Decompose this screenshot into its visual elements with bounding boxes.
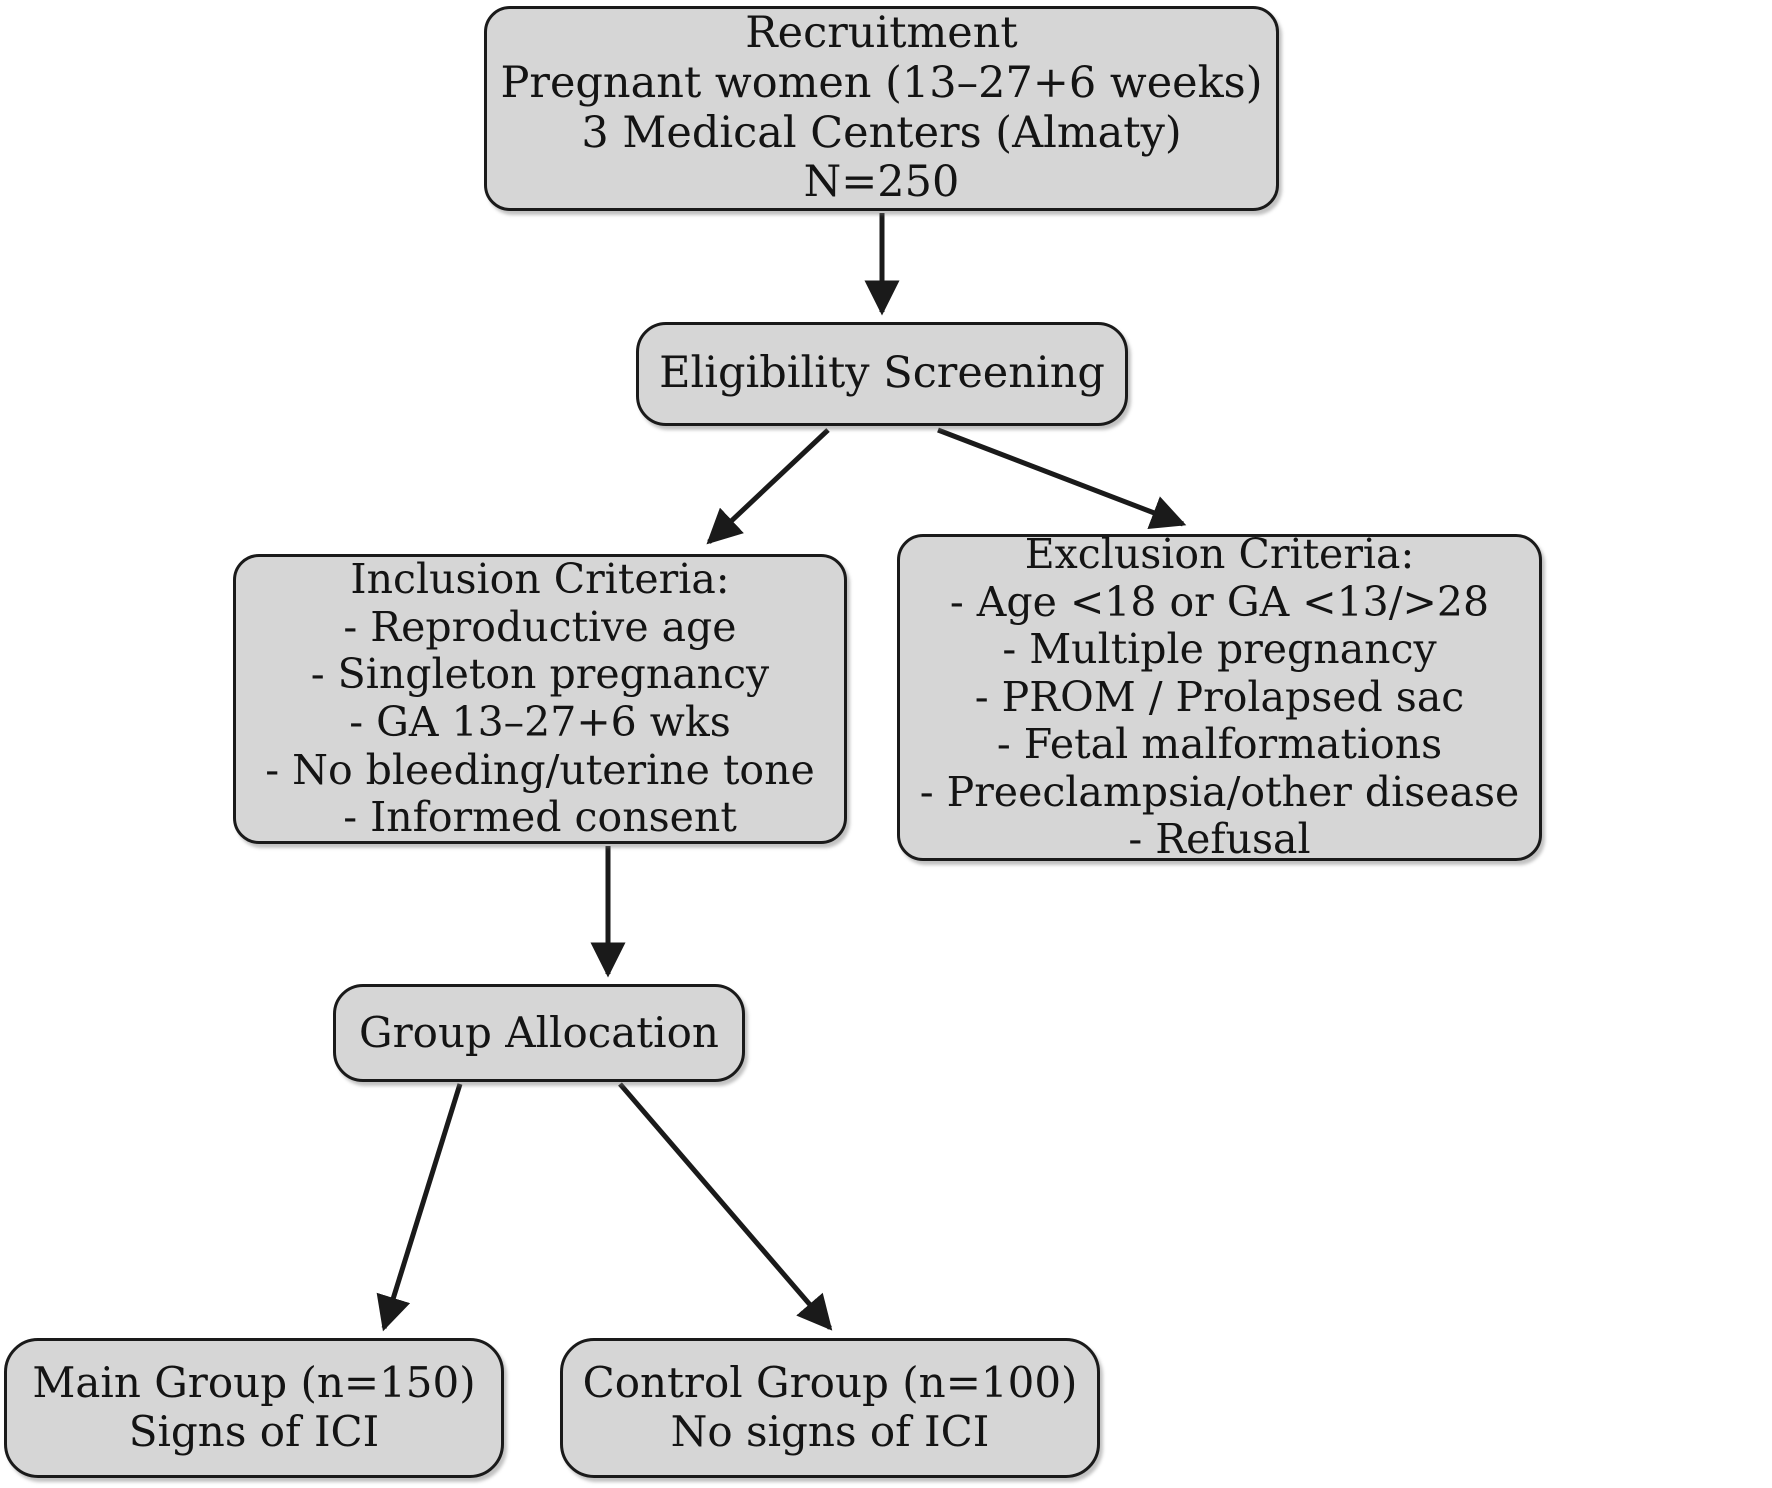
node-inclusion-item-2: - Singleton pregnancy xyxy=(310,650,770,699)
node-exclusion-criteria[interactable]: Exclusion Criteria: - Age <18 or GA <13/… xyxy=(897,530,1542,864)
node-inclusion-item-5: - Informed consent xyxy=(343,793,737,842)
node-control-group[interactable]: Control Group (n=100) No signs of ICI xyxy=(560,1338,1100,1478)
node-main-group-line-1: Main Group (n=150) xyxy=(32,1358,476,1408)
node-control-group-line-1: Control Group (n=100) xyxy=(582,1358,1078,1408)
node-control-group-line-2: No signs of ICI xyxy=(670,1407,990,1456)
node-eligibility-label: Eligibility Screening xyxy=(659,348,1105,399)
edge-eligibility-to-inclusion xyxy=(706,428,830,545)
node-inclusion-criteria[interactable]: Inclusion Criteria: - Reproductive age -… xyxy=(233,554,847,844)
node-exclusion-heading: Exclusion Criteria: xyxy=(1024,530,1415,579)
node-exclusion-item-5: - Preeclampsia/other disease xyxy=(919,767,1520,816)
node-recruitment-line-1: Recruitment xyxy=(745,7,1018,58)
node-recruitment-line-3: 3 Medical Centers (Almaty) xyxy=(581,107,1182,158)
node-exclusion-item-6: - Refusal xyxy=(1128,815,1311,864)
node-main-group-line-2: Signs of ICI xyxy=(128,1407,380,1456)
node-inclusion-item-3: - GA 13–27+6 wks xyxy=(349,698,731,746)
node-exclusion-item-2: - Multiple pregnancy xyxy=(1002,625,1437,674)
node-recruitment-line-2: Pregnant women (13–27+6 weeks) xyxy=(500,57,1263,108)
node-allocation-label: Group Allocation xyxy=(359,1007,719,1057)
node-recruitment-line-4: N=250 xyxy=(803,157,960,208)
edge-allocation-to-control-group xyxy=(618,1082,833,1331)
edge-eligibility-to-exclusion xyxy=(937,427,1187,530)
node-inclusion-heading: Inclusion Criteria: xyxy=(350,555,730,604)
node-main-group[interactable]: Main Group (n=150) Signs of ICI xyxy=(4,1338,504,1478)
node-inclusion-item-1: - Reproductive age xyxy=(343,602,737,651)
node-exclusion-item-3: - PROM / Prolapsed sac xyxy=(974,672,1465,721)
node-inclusion-item-4: - No bleeding/uterine tone xyxy=(265,745,815,794)
node-eligibility-screening[interactable]: Eligibility Screening xyxy=(636,322,1128,426)
node-recruitment[interactable]: Recruitment Pregnant women (13–27+6 week… xyxy=(484,6,1279,211)
node-group-allocation[interactable]: Group Allocation xyxy=(333,984,745,1082)
node-exclusion-item-1: - Age <18 or GA <13/>28 xyxy=(949,577,1490,626)
edge-allocation-to-main-group xyxy=(376,1083,463,1332)
node-exclusion-item-4: - Fetal malformations xyxy=(996,720,1443,769)
